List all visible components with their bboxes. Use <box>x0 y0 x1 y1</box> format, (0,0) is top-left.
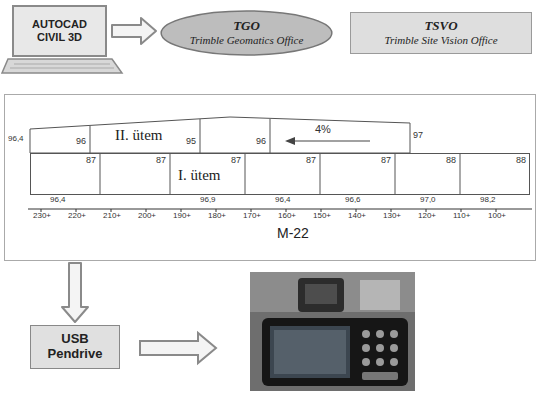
elevation-label: 87 <box>86 156 96 166</box>
storage-box: USB Pendrive <box>30 325 120 369</box>
elevation-label: 96,6 <box>345 196 361 205</box>
elevation-label: 96,9 <box>200 196 216 205</box>
node-title: M-22 <box>277 226 309 241</box>
elevation-label: 87 <box>381 156 391 166</box>
chainage-label: 210+ <box>103 212 121 221</box>
profile-dividers <box>90 119 460 195</box>
elevation-label: 97 <box>413 131 423 141</box>
block-arrow <box>62 263 88 322</box>
device-photo <box>250 272 415 391</box>
elevation-label: 98,2 <box>480 196 496 205</box>
elevation-label: 95 <box>186 137 196 147</box>
node-title: TGO <box>233 19 260 34</box>
chainage-label: 220+ <box>68 212 86 221</box>
chainage-label: 200+ <box>138 212 156 221</box>
chainage-label: 100+ <box>488 212 506 221</box>
elevation-label: 87 <box>231 156 241 166</box>
node-title: TSVO <box>424 19 457 34</box>
band-shape <box>30 117 410 153</box>
elevation-label: 87 <box>306 156 316 166</box>
node-title: II. ütem <box>115 127 162 144</box>
elevation-label: 96 <box>76 137 86 147</box>
elevation-label: 88 <box>446 156 456 166</box>
node-title: AUTOCAD CIVIL 3D <box>27 18 93 43</box>
chainage-label: 160+ <box>278 212 296 221</box>
elevation-label: 88 <box>516 156 526 166</box>
band-outline <box>30 115 410 153</box>
software-box: TSVOTrimble Site Vision Office <box>350 12 532 54</box>
laptop-base <box>2 59 122 73</box>
elevation-label: 96 <box>256 137 266 147</box>
chainage-label: 110+ <box>453 212 470 221</box>
elevation-label: 97,0 <box>420 196 436 205</box>
chainage-label: 190+ <box>173 212 191 221</box>
node-title: I. ütem <box>178 167 221 184</box>
text-stack: TGOTrimble Geomatics Office <box>160 10 333 56</box>
chainage-label: 170+ <box>243 212 261 221</box>
slope-arrow <box>285 137 370 145</box>
elevation-label: 96,4 <box>275 196 291 205</box>
profile-panel: M-22 II. ütem I. ütem 4% 96,4 96 95 96 97 87 87 87 8… <box>5 95 535 260</box>
software-ellipse: TGOTrimble Geomatics Office <box>160 10 333 56</box>
ellipse-shape <box>161 11 332 55</box>
chainage-label: 180+ <box>208 212 226 221</box>
elevation-label: 96,4 <box>8 135 24 144</box>
chainage-label: 150+ <box>313 212 331 221</box>
text-stack: AUTOCAD CIVIL 3D <box>14 7 105 55</box>
stage-band: II. ütem <box>30 115 410 153</box>
block-arrow <box>112 18 156 44</box>
text-stack: TSVOTrimble Site Vision Office <box>351 13 531 53</box>
elevation-label: 96,4 <box>50 196 66 205</box>
chainage-label: 230+ <box>33 212 51 221</box>
node-title: USB Pendrive <box>40 332 110 362</box>
elevation-label: 87 <box>156 156 166 166</box>
slope-label: 4% <box>315 123 331 135</box>
chainage-label: 120+ <box>418 212 436 221</box>
chainage-label: 140+ <box>348 212 366 221</box>
software-screen: AUTOCAD CIVIL 3D <box>12 5 107 57</box>
transfer-arrow <box>140 333 216 363</box>
node-subtitle: Trimble Site Vision Office <box>384 34 497 47</box>
text-stack: USB Pendrive <box>31 326 119 368</box>
chainage-label: 130+ <box>383 212 401 221</box>
node-subtitle: Trimble Geomatics Office <box>190 34 304 47</box>
